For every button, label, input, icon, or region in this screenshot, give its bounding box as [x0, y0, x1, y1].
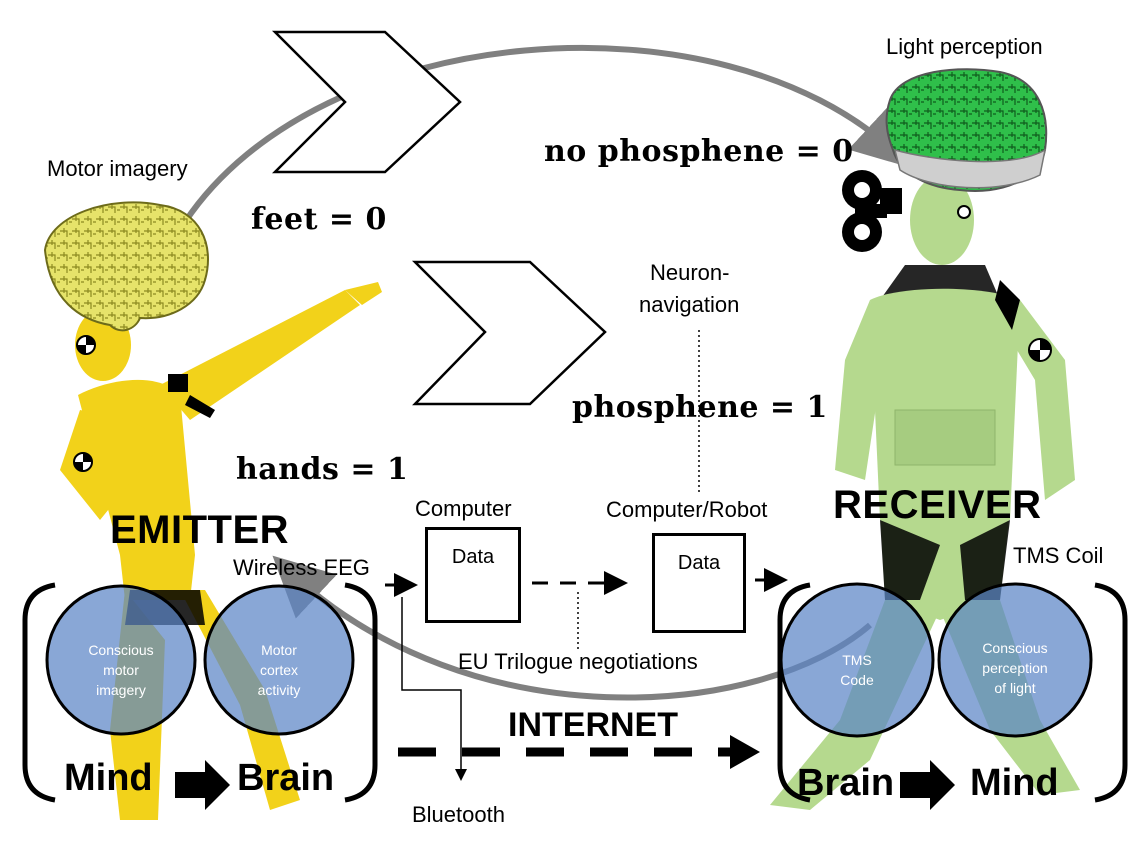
emitter-bracket-right [344, 582, 378, 803]
bluetooth-connector [401, 597, 467, 781]
receiver-circle-mind [937, 582, 1093, 738]
chevron-icon-top [271, 30, 462, 174]
wireless-eeg-label: Wireless EEG [233, 555, 370, 580]
tms-coil-label: TMS Coil [1013, 543, 1104, 568]
emitter-mind-to-brain-arrow [175, 760, 230, 810]
eu-trilogue-label: EU Trilogue negotiations [458, 649, 698, 674]
feet-code-label: feet = 0 [251, 202, 387, 237]
emitter-circle-mind [45, 584, 197, 736]
motor-imagery-label: Motor imagery [47, 156, 188, 181]
internet-arrowhead [730, 735, 760, 769]
internet-label: INTERNET [508, 706, 678, 744]
emitter-mind-label: Mind [64, 757, 153, 799]
phosphene-code-label: phosphene = 1 [572, 390, 828, 425]
computer-data-box: Data [425, 527, 521, 623]
wind-up-key-icon [842, 170, 902, 252]
neuron-navigation-label-1: Neuron- [650, 260, 730, 285]
receiver-bracket-right [1094, 582, 1128, 803]
emitter-brain-image [43, 201, 209, 332]
emitter-brain-label: Brain [237, 757, 335, 799]
loop-arc-top [182, 44, 913, 224]
receiver-circle-brain-text: TMS Code [840, 652, 874, 688]
no-phosphene-code-label: no phosphene = 0 [544, 134, 854, 169]
light-perception-label: Light perception [886, 34, 1043, 59]
chevron-icon-middle [411, 260, 607, 406]
computer-label: Computer [415, 496, 512, 521]
emitter-title: EMITTER [110, 508, 290, 552]
emitter-circle-mind-text: Conscious motor imagery [88, 642, 154, 698]
emitter-circle-brain-text: Motor cortex activity [257, 642, 301, 698]
bluetooth-label: Bluetooth [412, 802, 505, 827]
receiver-brain-to-mind-arrow [900, 760, 955, 810]
emitter-circle-brain [203, 584, 355, 736]
robot-data-label: Data [677, 552, 721, 574]
receiver-title: RECEIVER [833, 483, 1042, 527]
neuron-navigation-label-2: navigation [639, 292, 740, 317]
receiver-mind-label: Mind [970, 762, 1059, 804]
receiver-brain-label: Brain [797, 762, 895, 804]
emitter-bracket-left [22, 582, 56, 803]
receiver-circle-mind-text: Conscious perception of light [982, 640, 1048, 696]
receiver-bracket-left [777, 582, 811, 803]
robot-data-box: Data [652, 533, 746, 633]
receiver-circle-brain [779, 582, 935, 738]
computer-robot-label: Computer/Robot [606, 497, 768, 522]
hands-code-label: hands = 1 [236, 452, 409, 487]
computer-data-label: Data [451, 546, 495, 568]
